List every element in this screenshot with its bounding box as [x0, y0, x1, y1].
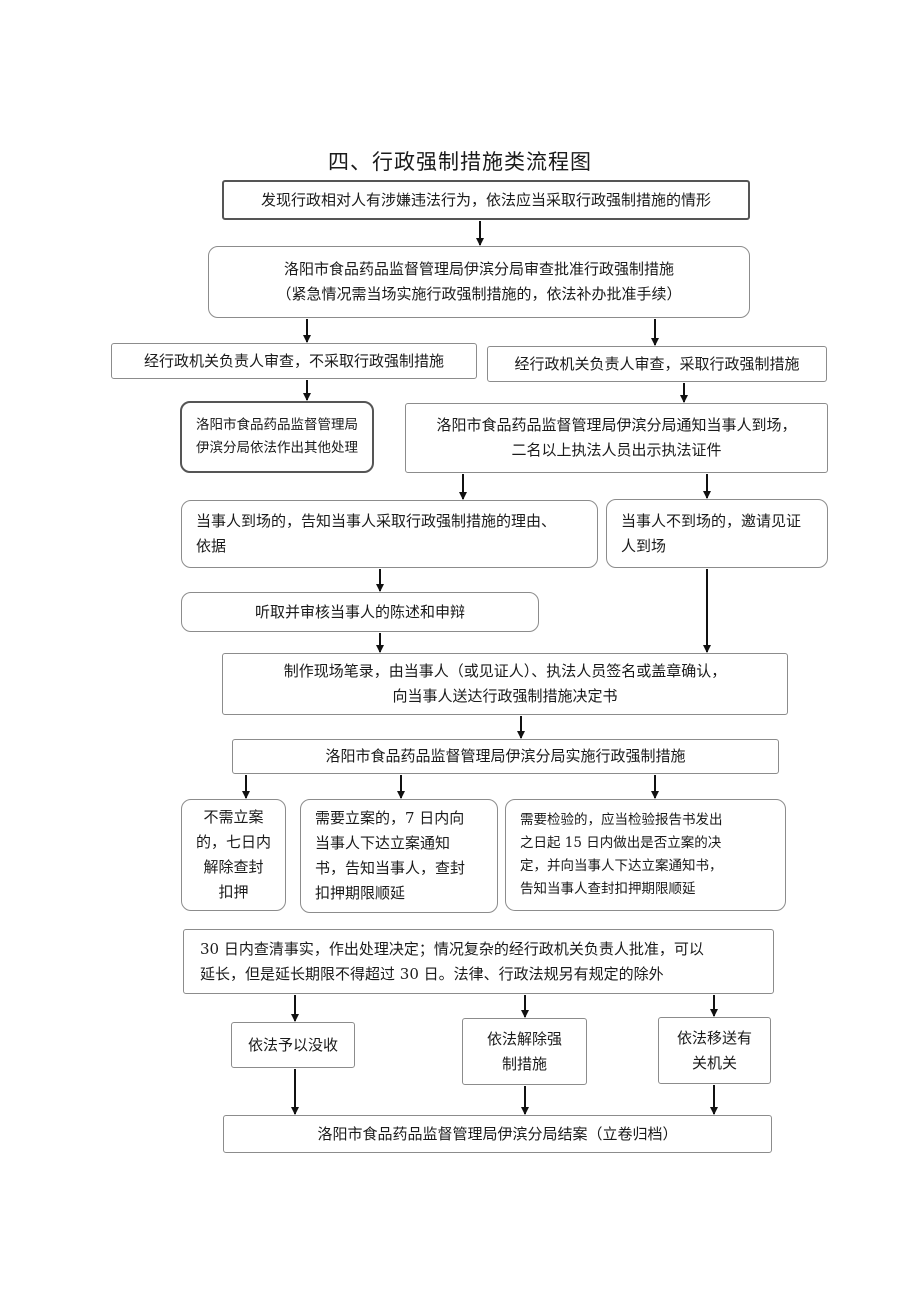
box-text-line: 解除查封: [203, 858, 264, 876]
box-text: 洛阳市食品药品监督管理局伊滨分局依法作出其他处理: [196, 414, 358, 460]
box-text-line: 扣押期限顺延: [315, 884, 406, 902]
box-approve-measures: 洛阳市食品药品监督管理局伊滨分局审查批准行政强制措施 （紧急情况需当场实施行政强制…: [208, 246, 750, 318]
box-text: 洛阳市食品药品监督管理局伊滨分局实施行政强制措施: [325, 744, 685, 769]
box-lift-measures: 依法解除强制措施: [462, 1018, 587, 1085]
box-text-line: 需要检验的，应当检验报告书发出: [520, 812, 723, 828]
box-text: 当事人不到场的，邀请见证人到场: [621, 509, 801, 559]
box-text-line: 洛阳市食品药品监督管理局伊滨分局结案（立卷归档）: [317, 1124, 678, 1143]
box-text: 洛阳市食品药品监督管理局伊滨分局结案（立卷归档）: [317, 1122, 677, 1147]
box-text-line: 制作现场笔录，由当事人（或见证人）、执法人员签名或盖章确认，: [283, 662, 727, 680]
box-close-case: 洛阳市食品药品监督管理局伊滨分局结案（立卷归档）: [223, 1115, 772, 1153]
box-text-line: 告知当事人查封扣押期限顺延: [520, 881, 696, 897]
box-text-line: 当事人到场的，告知当事人采取行政强制措施的理由、: [196, 512, 557, 530]
box-text-line: （紧急情况需当场实施行政强制措施的，依法补办批准手续）: [276, 285, 682, 303]
box-text-line: 洛阳市食品药品监督管理局: [196, 417, 358, 433]
box-no-filing: 不需立案的，七日内解除查封扣押: [181, 799, 286, 911]
box-text-line: 洛阳市食品药品监督管理局伊滨分局审查批准行政强制措施: [283, 260, 674, 278]
box-not-adopt-measures: 经行政机关负责人审查，不采取行政强制措施: [111, 343, 477, 379]
box-discover-violation: 发现行政相对人有涉嫌违法行为，依法应当采取行政强制措施的情形: [222, 180, 750, 220]
box-text-line: 关机关: [691, 1053, 737, 1072]
box-text-line: 之日起 15 日内做出是否立案的决: [520, 835, 722, 851]
box-text: 洛阳市食品药品监督管理局伊滨分局通知当事人到场， 二名以上执法人员出示执法证件: [436, 413, 796, 463]
box-text: 依法予以没收: [248, 1033, 338, 1058]
box-text: 需要检验的，应当检验报告书发出之日起 15 日内做出是否立案的决定，并向当事人下…: [520, 809, 723, 901]
box-text-line: 依据: [196, 537, 227, 555]
box-party-present: 当事人到场的，告知当事人采取行政强制措施的理由、依据: [181, 500, 598, 568]
box-need-inspection: 需要检验的，应当检验报告书发出之日起 15 日内做出是否立案的决定，并向当事人下…: [505, 799, 786, 911]
box-text-line: 依法解除强: [486, 1029, 562, 1048]
box-text-line: 定，并向当事人下达立案通知书，: [520, 858, 723, 874]
box-text: 依法解除强制措施: [487, 1027, 562, 1077]
box-text-line: 人到场: [621, 536, 667, 555]
box-adopt-measures: 经行政机关负责人审查，采取行政强制措施: [487, 346, 827, 382]
box-text: 30 日内查清事实，作出处理决定；情况复杂的经行政机关负责人批准，可以延长，但是…: [200, 937, 704, 987]
box-text-line: 当事人下达立案通知: [315, 834, 451, 852]
box-text-line: 书，告知当事人，查封: [315, 859, 466, 877]
box-text: 经行政机关负责人审查，采取行政强制措施: [514, 352, 799, 377]
box-text-line: 经行政机关负责人审查，采取行政强制措施: [514, 354, 800, 373]
box-hear-statements: 听取并审核当事人的陈述和申辩: [181, 592, 539, 632]
box-30-days-decision: 30 日内查清事实，作出处理决定；情况复杂的经行政机关负责人批准，可以延长，但是…: [183, 929, 774, 994]
box-text-line: 不需立案: [203, 808, 264, 826]
box-transfer-authority: 依法移送有关机关: [658, 1017, 771, 1084]
box-party-absent: 当事人不到场的，邀请见证人到场: [606, 499, 828, 568]
box-text: 需要立案的，7 日内向当事人下达立案通知书，告知当事人，查封扣押期限顺延: [315, 806, 465, 906]
box-text-line: 的，七日内: [195, 833, 271, 851]
box-text-line: 伊滨分局依法作出其他处理: [196, 440, 358, 456]
box-text-line: 听取并审核当事人的陈述和申辩: [254, 602, 465, 621]
box-text-line: 当事人不到场的，邀请见证: [621, 511, 802, 530]
box-text-line: 延长，但是延长期限不得超过 30 日。法律、行政法规另有规定的除外: [200, 964, 664, 983]
box-text-line: 制措施: [501, 1054, 547, 1073]
box-text-line: 30 日内查清事实，作出处理决定；情况复杂的经行政机关负责人批准，可以: [200, 939, 704, 958]
box-text: 依法移送有关机关: [677, 1026, 752, 1076]
box-text: 发现行政相对人有涉嫌违法行为，依法应当采取行政强制措施的情形: [261, 188, 711, 213]
box-onsite-record: 制作现场笔录，由当事人（或见证人）、执法人员签名或盖章确认， 向当事人送达行政强制…: [222, 653, 788, 715]
box-text: 经行政机关负责人审查，不采取行政强制措施: [144, 349, 444, 374]
box-text-line: 经行政机关负责人审查，不采取行政强制措施: [143, 351, 444, 370]
box-text: 洛阳市食品药品监督管理局伊滨分局审查批准行政强制措施 （紧急情况需当场实施行政强制…: [276, 257, 681, 307]
box-text: 听取并审核当事人的陈述和申辩: [255, 600, 465, 625]
box-text-line: 扣押: [218, 883, 249, 901]
box-text: 制作现场笔录，由当事人（或见证人）、执法人员签名或盖章确认， 向当事人送达行政强制…: [284, 659, 727, 709]
box-text: 当事人到场的，告知当事人采取行政强制措施的理由、依据: [196, 509, 556, 559]
box-text-line: 依法予以没收: [247, 1035, 338, 1054]
box-text-line: 依法移送有: [676, 1028, 752, 1047]
box-text-line: 向当事人送达行政强制措施决定书: [392, 687, 618, 705]
box-text-line: 洛阳市食品药品监督管理局伊滨分局通知当事人到场，: [436, 416, 797, 434]
box-text: 不需立案的，七日内解除查封扣押: [196, 805, 271, 905]
box-text-line: 需要立案的，7 日内向: [315, 809, 465, 827]
box-text-line: 发现行政相对人有涉嫌违法行为，依法应当采取行政强制措施的情形: [260, 190, 711, 209]
box-other-handling: 洛阳市食品药品监督管理局伊滨分局依法作出其他处理: [180, 401, 374, 473]
box-text-line: 洛阳市食品药品监督管理局伊滨分局实施行政强制措施: [325, 747, 686, 765]
page-title: 四、行政强制措施类流程图: [328, 150, 592, 174]
box-need-filing: 需要立案的，7 日内向当事人下达立案通知书，告知当事人，查封扣押期限顺延: [300, 799, 498, 913]
box-confiscate: 依法予以没收: [231, 1022, 355, 1068]
box-text-line: 二名以上执法人员出示执法证件: [511, 441, 722, 459]
box-implement-measures: 洛阳市食品药品监督管理局伊滨分局实施行政强制措施: [232, 739, 779, 774]
box-notify-party: 洛阳市食品药品监督管理局伊滨分局通知当事人到场， 二名以上执法人员出示执法证件: [405, 403, 828, 473]
